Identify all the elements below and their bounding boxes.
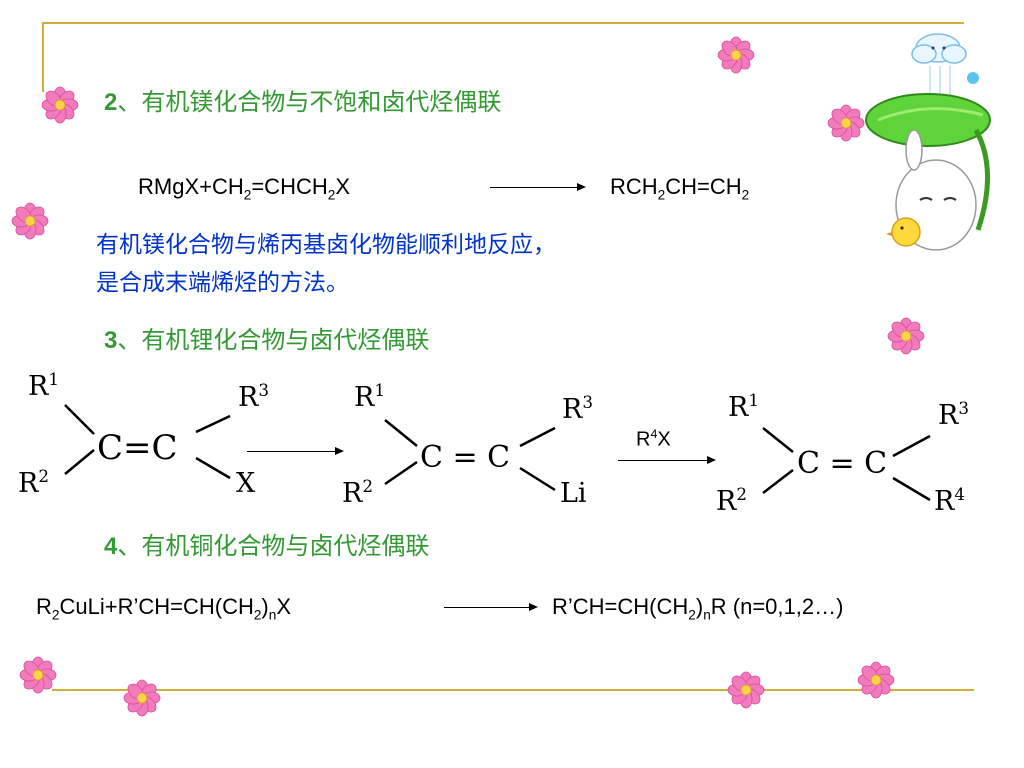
m1-core-label: C=C xyxy=(97,428,178,468)
m2-core-label: C = C xyxy=(420,440,511,475)
cuprate-equation-reactants: R2CuLi+R’CH=CH(CH2)nX xyxy=(36,594,292,623)
m3-core-label: C = C xyxy=(797,446,888,481)
reaction-arrow-2 xyxy=(247,447,344,455)
section-3-heading: 3、有机锂化合物与卤代烃偶联 xyxy=(104,326,430,354)
m3-bond-r2 xyxy=(762,469,794,494)
m3-r1-label: R1 xyxy=(728,390,759,423)
m2-bond-r3 xyxy=(519,426,556,448)
section-2-heading: 2、有机镁化合物与不饱和卤代烃偶联 xyxy=(104,88,502,116)
m1-bond-r1 xyxy=(64,404,95,435)
m1-bond-x xyxy=(195,456,231,480)
m2-r3-label: R3 xyxy=(562,392,593,425)
note-line-2: 是合成末端烯烃的方法。 xyxy=(96,270,349,296)
m2-bond-r1 xyxy=(384,419,418,447)
reaction-arrow-3 xyxy=(618,456,716,464)
frame-bottom-line xyxy=(52,689,974,691)
m2-bond-r2 xyxy=(384,460,418,486)
grignard-note: 有机镁化合物与烯丙基卤化物能顺利地反应， 是合成末端烯烃的方法。 xyxy=(96,226,556,302)
m3-bond-r1 xyxy=(762,427,794,453)
chick-icon xyxy=(886,217,921,247)
reagent-label: R4X xyxy=(636,427,671,451)
m1-r2-label: R2 xyxy=(18,466,49,499)
m3-bond-r4 xyxy=(892,476,931,502)
frame-left-line xyxy=(42,22,44,92)
cuprate-equation-product: R’CH=CH(CH2)nR (n=0,1,2…) xyxy=(552,594,844,623)
m2-r2-label: R2 xyxy=(342,476,373,509)
m1-r1-label: R1 xyxy=(28,369,59,402)
m3-r2-label: R2 xyxy=(716,484,747,517)
m2-li-label: Li xyxy=(560,478,587,509)
m1-bond-r3 xyxy=(195,414,231,434)
m3-r4-label: R4 xyxy=(934,484,965,517)
grignard-equation-product: RCH2CH=CH2 xyxy=(610,174,750,203)
note-line-1: 有机镁化合物与烯丙基卤化物能顺利地反应， xyxy=(96,232,556,258)
umbrella-bunny-icon xyxy=(865,33,991,251)
frame-top-line xyxy=(42,22,964,24)
cloud-icon xyxy=(911,33,979,102)
m3-r3-label: R3 xyxy=(938,398,969,431)
m1-bond-r2 xyxy=(64,449,95,475)
m2-r1-label: R1 xyxy=(354,380,385,413)
grignard-equation-reactants: RMgX+CH2=CHCH2X xyxy=(138,174,350,203)
m1-r3-label: R3 xyxy=(238,380,269,413)
m1-x-label: X xyxy=(236,468,256,499)
reaction-arrow xyxy=(490,183,586,191)
section-4-heading: 4、有机铜化合物与卤代烃偶联 xyxy=(104,532,430,560)
m2-bond-li xyxy=(519,466,556,492)
reaction-arrow-4 xyxy=(444,603,538,611)
m3-bond-r3 xyxy=(892,434,931,458)
